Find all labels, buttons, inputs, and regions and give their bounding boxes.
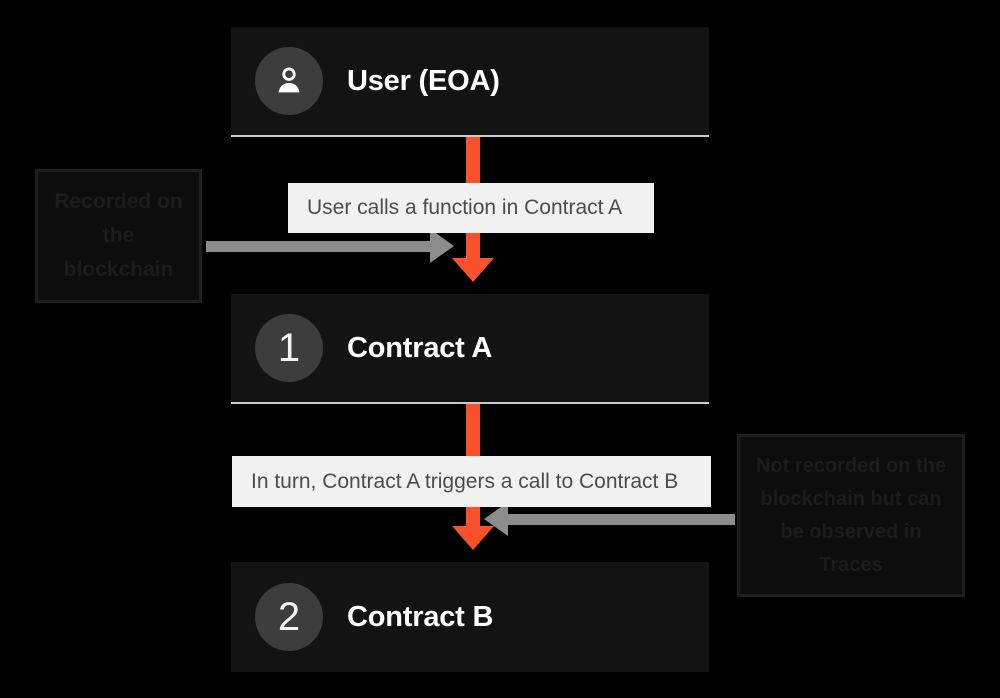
flow-arrow-head-contract-a-to-contract-b: [452, 526, 494, 550]
node-contract-a[interactable]: 1 Contract A: [231, 294, 709, 404]
caption-contract-a-calls-contract-b: In turn, Contract A triggers a call to C…: [232, 456, 711, 507]
annotation-not-recorded-on-blockchain: Not recorded on the blockchain but can b…: [737, 434, 965, 597]
node-user-label: User (EOA): [347, 64, 500, 97]
node-contract-b-label: Contract B: [347, 600, 494, 633]
step-number-badge-2: 2: [255, 583, 323, 651]
node-contract-a-label: Contract A: [347, 331, 493, 364]
caption-user-calls-contract-a: User calls a function in Contract A: [288, 183, 654, 233]
right-annotation-arrow-shaft: [505, 514, 735, 525]
left-annotation-arrow-shaft: [206, 241, 434, 252]
flow-arrow-head-user-to-contract-a: [452, 258, 494, 282]
step-number-badge-1: 1: [255, 314, 323, 382]
node-contract-b[interactable]: 2 Contract B: [231, 562, 709, 672]
annotation-right-text: Not recorded on the blockchain but can b…: [755, 454, 946, 576]
left-annotation-arrow-head: [430, 229, 454, 263]
annotation-left-text: Recorded on the blockchain: [54, 190, 183, 281]
person-icon: [255, 47, 323, 115]
step-number-1: 1: [277, 326, 301, 370]
annotation-recorded-on-blockchain: Recorded on the blockchain: [35, 169, 202, 303]
node-user[interactable]: User (EOA): [231, 27, 709, 137]
step-number-2: 2: [277, 595, 301, 639]
